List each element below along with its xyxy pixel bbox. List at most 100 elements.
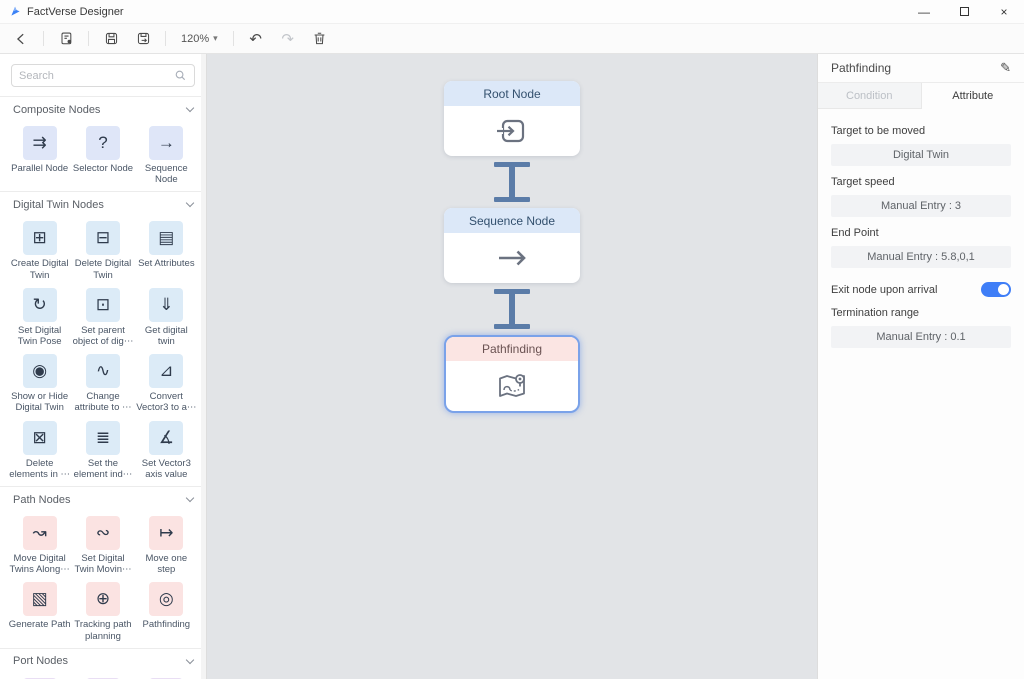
tab-condition[interactable]: Condition <box>818 83 922 109</box>
close-button[interactable]: × <box>984 0 1024 23</box>
change-attribute-icon: ∿ <box>86 354 120 388</box>
connector-stem <box>509 167 515 197</box>
edit-pencil-icon[interactable]: ✎ <box>1000 60 1011 76</box>
palette-item-label: Set parent object of dig⋯ <box>72 325 134 347</box>
palette-item-move-digital-twins-along[interactable]: ↝ Move Digital Twins Along⋯ <box>8 516 71 575</box>
panel-body: Target to be moved Digital Twin Target s… <box>818 109 1024 362</box>
section-header-port-nodes[interactable]: Port Nodes <box>0 649 206 674</box>
flow-canvas[interactable]: Root Node S <box>207 54 817 679</box>
palette-item-label: Sequence Node <box>135 163 197 185</box>
delete-button[interactable] <box>307 27 333 51</box>
minimize-button[interactable]: — <box>904 0 944 23</box>
palette-item-set-vector3-axis-value[interactable]: ∡ Set Vector3 axis value <box>135 421 198 480</box>
maximize-button[interactable] <box>944 0 984 23</box>
field-value-target-speed[interactable]: Manual Entry : 3 <box>831 195 1011 217</box>
palette-item-label: Delete elements in ⋯ <box>9 458 71 480</box>
toolbar-separator <box>165 31 166 46</box>
palette-item-delete-digital-twin[interactable]: ⊟ Delete Digital Twin <box>71 221 134 280</box>
attribute-panel: Pathfinding ✎ Condition Attribute Target… <box>817 54 1024 679</box>
palette-item-create-digital-twin[interactable]: ⊞ Create Digital Twin <box>8 221 71 280</box>
palette-item-set-parent-object[interactable]: ⊡ Set parent object of dig⋯ <box>71 288 134 347</box>
palette-item-label: Set Vector3 axis value <box>135 458 197 480</box>
section-grid: ⊞ Create Digital Twin ⊟ Delete Digital T… <box>0 217 206 486</box>
palette-item-selector-node[interactable]: ? Selector Node <box>71 126 134 185</box>
palette-item-delete-elements[interactable]: ⊠ Delete elements in ⋯ <box>8 421 71 480</box>
pathfinding-icon: ◎ <box>149 582 183 616</box>
set-attributes-icon: ▤ <box>149 221 183 255</box>
palette-item-label: Move Digital Twins Along⋯ <box>9 553 71 575</box>
palette-item-generate-path[interactable]: ▧ Generate Path <box>8 582 71 641</box>
sequence-node-icon: → <box>149 126 183 160</box>
field-label-termination-range: Termination range <box>831 307 1011 319</box>
field-value-termination-range[interactable]: Manual Entry : 0.1 <box>831 326 1011 348</box>
toolbar-separator <box>43 31 44 46</box>
back-button[interactable] <box>8 27 34 51</box>
section-label: Composite Nodes <box>13 104 100 116</box>
node-root[interactable]: Root Node <box>444 81 580 156</box>
toolbar-separator <box>233 31 234 46</box>
zoom-level-value: 120% <box>181 33 209 45</box>
node-properties-button[interactable] <box>53 27 79 51</box>
node-body <box>444 233 580 283</box>
node-palette-sidebar: Composite Nodes ⇉ Parallel Node ? Select… <box>0 54 207 679</box>
connector-cap <box>494 324 530 329</box>
save-button[interactable] <box>98 27 124 51</box>
search-box[interactable] <box>11 64 195 87</box>
set-digital-twin-pose-icon: ↻ <box>23 288 57 322</box>
palette-item-set-attributes[interactable]: ▤ Set Attributes <box>135 221 198 280</box>
field-label-target-to-be-moved: Target to be moved <box>831 125 1011 137</box>
chevron-down-icon: ▾ <box>213 33 218 44</box>
sequence-arrow-icon <box>494 240 530 276</box>
undo-button[interactable]: ↶ <box>243 27 269 51</box>
chevron-down-icon <box>186 656 194 664</box>
section-label: Digital Twin Nodes <box>13 199 104 211</box>
palette-item-move-one-step[interactable]: ↦ Move one step <box>135 516 198 575</box>
redo-icon: ↷ <box>281 30 294 48</box>
section-header-digital-twin-nodes[interactable]: Digital Twin Nodes <box>0 192 206 217</box>
selector-node-icon: ? <box>86 126 120 160</box>
field-value-target-to-be-moved[interactable]: Digital Twin <box>831 144 1011 166</box>
palette-item-set-element-index[interactable]: ≣ Set the element ind⋯ <box>71 421 134 480</box>
titlebar: FactVerse Designer — × <box>0 0 1024 24</box>
edge-connector <box>494 162 530 202</box>
save-icon <box>104 31 119 46</box>
save-as-button[interactable] <box>130 27 156 51</box>
palette-item-convert-vector3[interactable]: ⊿ Convert Vector3 to a⋯ <box>135 354 198 413</box>
field-value-end-point[interactable]: Manual Entry : 5.8,0,1 <box>831 246 1011 268</box>
node-pathfinding[interactable]: Pathfinding <box>444 335 580 413</box>
tracking-path-planning-icon: ⊕ <box>86 582 120 616</box>
section-label: Path Nodes <box>13 494 70 506</box>
palette-item-show-hide-digital-twin[interactable]: ◉ Show or Hide Digital Twin <box>8 354 71 413</box>
palette-item-sequence-node[interactable]: → Sequence Node <box>135 126 198 185</box>
palette-item-label: Generate Path <box>9 619 71 630</box>
palette-item-set-digital-twin-moving[interactable]: ∾ Set Digital Twin Movin⋯ <box>71 516 134 575</box>
app-title: FactVerse Designer <box>27 6 124 18</box>
palette-item-set-digital-twin-pose[interactable]: ↻ Set Digital Twin Pose <box>8 288 71 347</box>
palette-item-label: Move one step <box>135 553 197 575</box>
palette-item-get-digital-twin[interactable]: ⇓ Get digital twin <box>135 288 198 347</box>
section-header-path-nodes[interactable]: Path Nodes <box>0 487 206 512</box>
connector-stem <box>509 294 515 324</box>
set-parent-object-icon: ⊡ <box>86 288 120 322</box>
palette-item-pathfinding[interactable]: ◎ Pathfinding <box>135 582 198 641</box>
redo-button[interactable]: ↷ <box>275 27 301 51</box>
chevron-left-icon <box>14 32 28 46</box>
chevron-down-icon <box>186 494 194 502</box>
exit-node-upon-arrival-toggle[interactable] <box>981 282 1011 297</box>
trash-icon <box>312 31 327 46</box>
palette-item-change-attribute[interactable]: ∿ Change attribute to ⋯ <box>71 354 134 413</box>
tab-attribute[interactable]: Attribute <box>922 83 1024 109</box>
edge-connector <box>494 289 530 329</box>
minimize-icon: — <box>918 6 930 18</box>
palette-item-label: Selector Node <box>73 163 133 174</box>
close-icon: × <box>1000 5 1007 19</box>
behavior-tree: Root Node S <box>444 81 580 413</box>
palette-item-parallel-node[interactable]: ⇉ Parallel Node <box>8 126 71 185</box>
palette-item-tracking-path-planning[interactable]: ⊕ Tracking path planning <box>71 582 134 641</box>
section-header-composite-nodes[interactable]: Composite Nodes <box>0 97 206 122</box>
node-sequence[interactable]: Sequence Node <box>444 208 580 283</box>
zoom-level-dropdown[interactable]: 120% ▾ <box>175 33 224 45</box>
toolbar-separator <box>88 31 89 46</box>
search-input[interactable] <box>19 70 174 82</box>
sidebar-scrollbar[interactable] <box>201 54 206 679</box>
